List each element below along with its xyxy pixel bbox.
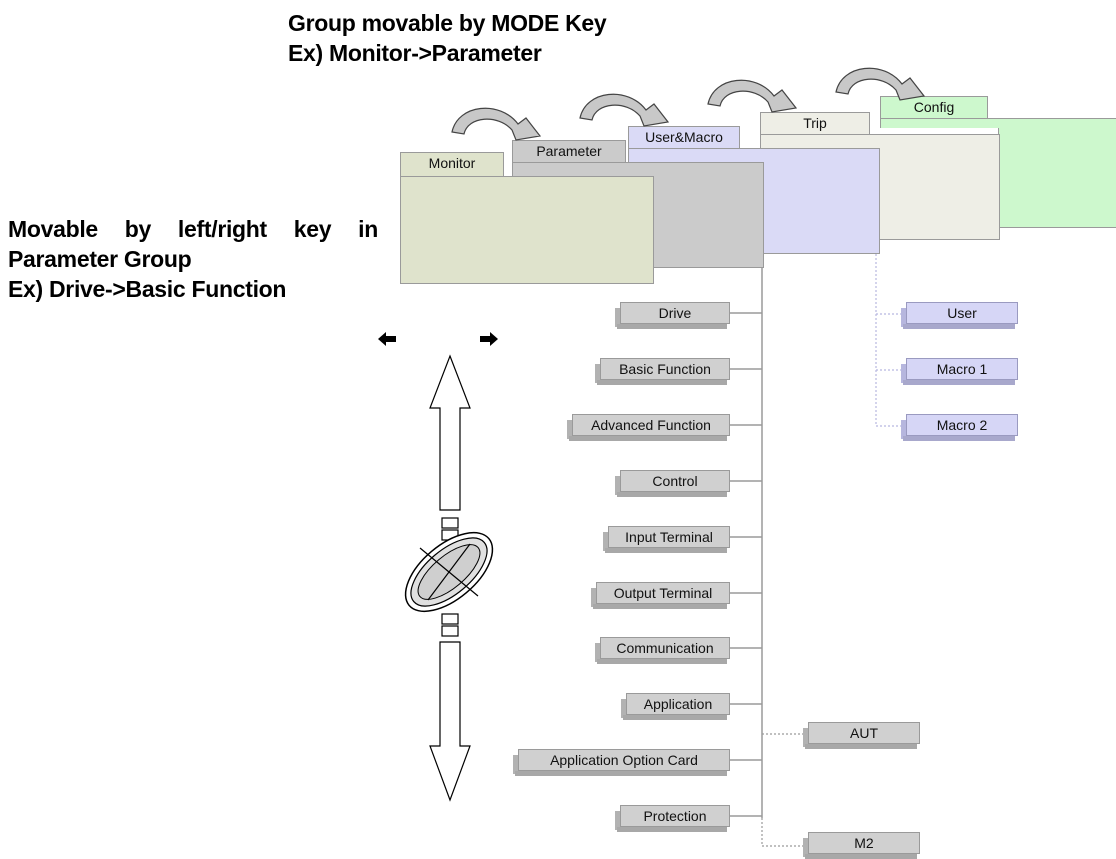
mode-key-heading-line2: Ex) Monitor->Parameter: [288, 40, 542, 66]
param-advanced-function[interactable]: Advanced Function: [567, 414, 730, 441]
sub-item-aut[interactable]: AUT: [803, 722, 920, 749]
curved-arrow-icon: [579, 93, 670, 127]
tab-user-macro[interactable]: User&Macro: [628, 126, 740, 152]
param-drive[interactable]: Drive: [615, 302, 730, 329]
param-control[interactable]: Control: [615, 470, 730, 497]
down-arrow-icon: [429, 641, 471, 802]
param-communication[interactable]: Communication: [595, 637, 730, 664]
left-right-heading-line1: Movable by left/right key in: [8, 216, 378, 242]
user-macro-macro-2[interactable]: Macro 2: [901, 414, 1018, 441]
left-arrow-icon: [378, 332, 396, 346]
right-arrow-icon: [480, 332, 498, 346]
param-input-terminal[interactable]: Input Terminal: [603, 526, 730, 553]
user-macro-macro-1[interactable]: Macro 1: [901, 358, 1018, 385]
left-right-heading-line2: Parameter Group: [8, 246, 192, 272]
curved-arrow-icon: [451, 107, 542, 141]
tab-trip[interactable]: Trip: [760, 112, 870, 138]
curved-arrow-icon: [707, 79, 798, 113]
curved-arrow-icon: [835, 67, 926, 101]
left-right-key-heading: Movable by left/right key in Parameter G…: [8, 214, 378, 304]
param-application[interactable]: Application: [621, 693, 730, 720]
mode-key-heading: Group movable by MODE Key Ex) Monitor->P…: [288, 8, 607, 68]
mode-key-heading-line1: Group movable by MODE Key: [288, 10, 607, 36]
user-macro-user[interactable]: User: [901, 302, 1018, 329]
left-right-heading-line3: Ex) Drive->Basic Function: [8, 276, 287, 302]
sub-item-m2[interactable]: M2: [803, 832, 920, 859]
param-protection[interactable]: Protection: [615, 805, 730, 832]
param-basic-function[interactable]: Basic Function: [595, 358, 730, 385]
tab-monitor[interactable]: Monitor: [400, 152, 504, 180]
param-output-terminal[interactable]: Output Terminal: [591, 582, 730, 609]
keypad-icon: [404, 531, 494, 613]
up-arrow-icon: [429, 354, 471, 511]
param-application-option-card[interactable]: Application Option Card: [513, 749, 730, 776]
